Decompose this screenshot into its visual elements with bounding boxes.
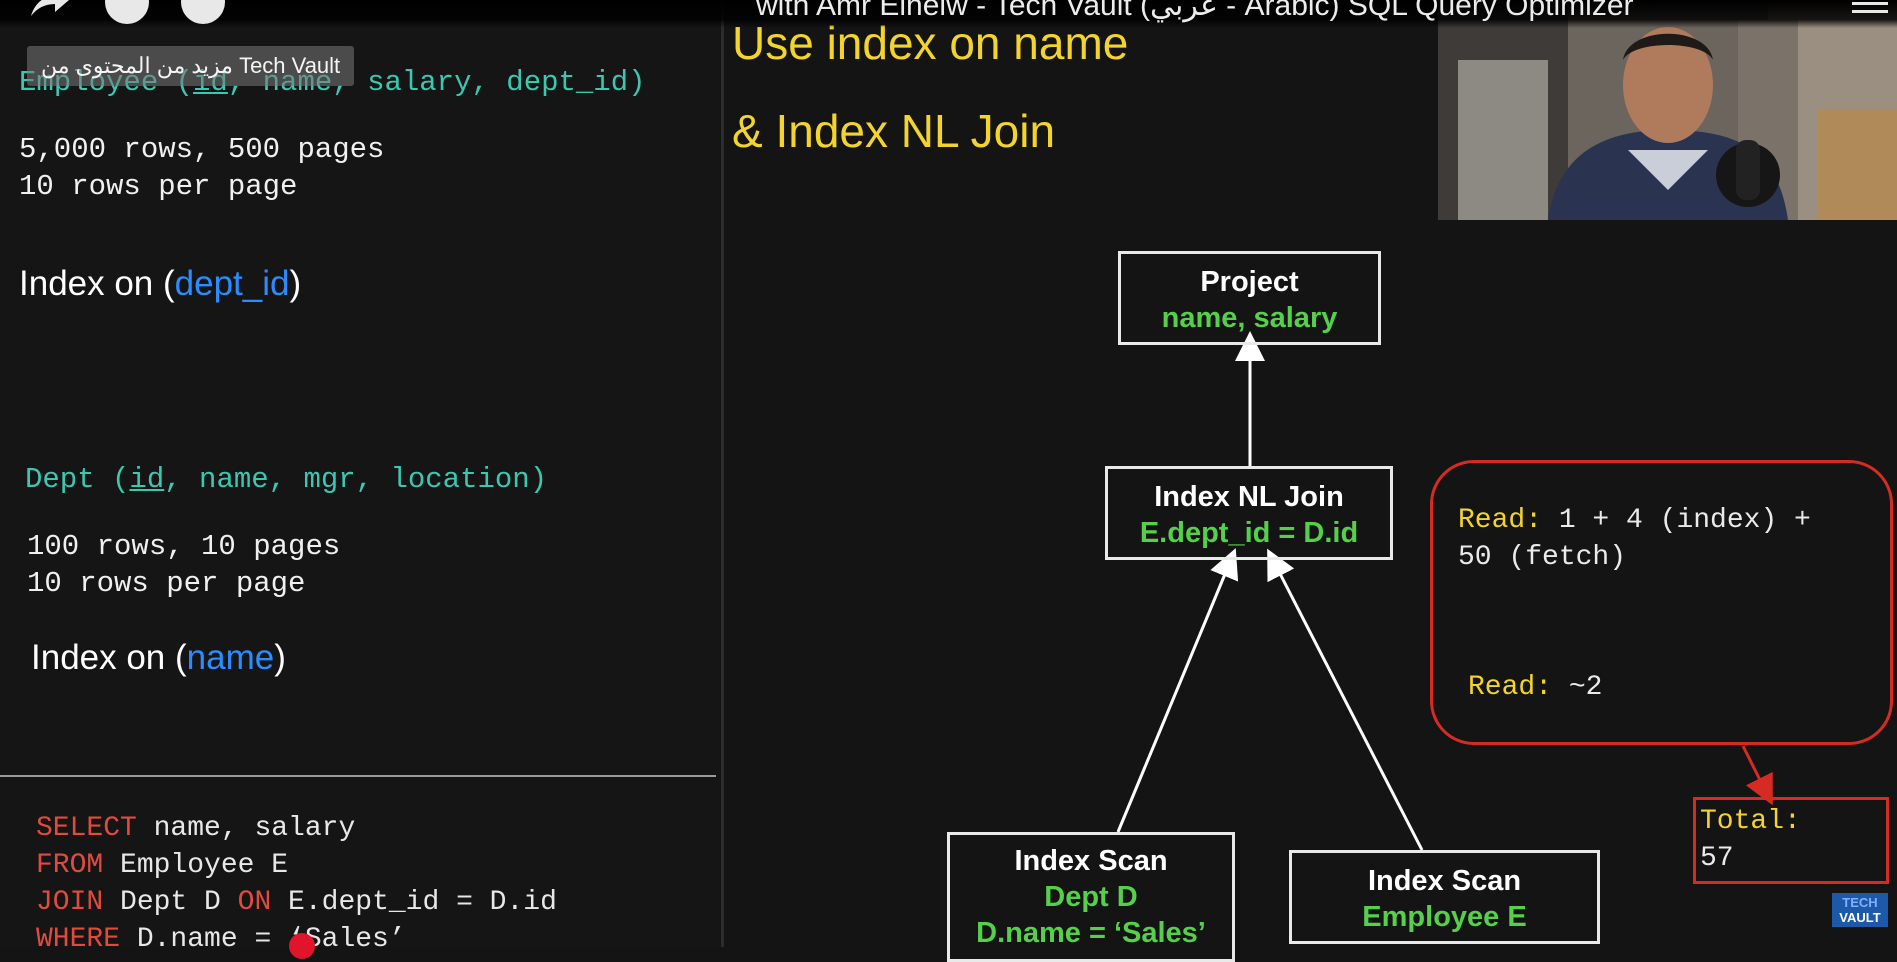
plan-node-index-scan-dept: Index Scan Dept D D.name = ‘Sales’ (947, 832, 1235, 962)
employee-index: Index on (dept_id) (19, 264, 302, 303)
sql-separator (0, 775, 716, 777)
read-line-2: Read: ~2 (1468, 672, 1603, 703)
scan-dept-op: Index Scan (1014, 845, 1168, 877)
scan-dept-arg: Dept D (1044, 881, 1138, 913)
sql-line-select: SELECT name, salary (36, 813, 356, 844)
scan-dept-pred: D.name = ‘Sales’ (976, 917, 1206, 949)
arrow-read-to-total (1741, 745, 1773, 806)
plan-node-index-nl-join: Index NL Join E.dept_id = D.id (1105, 466, 1393, 560)
plan-node-index-scan-employee: Index Scan Employee E (1289, 850, 1600, 944)
arrow-dept-to-join (1116, 548, 1239, 833)
scan-emp-arg: Employee E (1362, 901, 1527, 933)
logo-line-2: VAULT (1839, 910, 1881, 925)
channel-more-content-badge[interactable]: مزيد من المحتوى من Tech Vault (27, 46, 355, 86)
dept-rows: 100 rows, 10 pages (27, 530, 341, 563)
read-line-1b: 50 (fetch) (1458, 542, 1627, 573)
dept-schema: Dept (id, name, mgr, location) (25, 463, 548, 496)
dept-rows-per-page: 10 rows per page (27, 567, 306, 600)
total-cost-box (1693, 797, 1889, 884)
join-op: Index NL Join (1154, 481, 1344, 513)
sql-line-from: FROM Employee E (36, 850, 289, 881)
webcam-overlay (1438, 0, 1897, 220)
player-top-overlay (0, 0, 1897, 28)
share-icon[interactable] (27, 0, 71, 20)
arrow-emp-to-join (1267, 548, 1424, 851)
employee-rows-per-page: 10 rows per page (19, 170, 298, 203)
left-panel (0, 0, 723, 947)
project-arg: name, salary (1161, 302, 1338, 334)
employee-rows: 5,000 rows, 500 pages (19, 133, 385, 166)
tech-vault-logo: TECH VAULT (1832, 893, 1888, 927)
plan-node-project: Project name, salary (1118, 251, 1381, 345)
sql-line-join: JOIN Dept D ON E.dept_id = D.id (36, 887, 557, 918)
total-value: 57 (1700, 843, 1734, 874)
panel-divider (721, 0, 724, 947)
playlist-icon[interactable] (1852, 2, 1888, 22)
scan-emp-op: Index Scan (1367, 865, 1522, 897)
project-op: Project (1200, 266, 1299, 298)
presenter-image (1438, 0, 1897, 220)
read-cost-box (1430, 460, 1893, 745)
join-arg: E.dept_id = D.id (1139, 517, 1359, 549)
video-title[interactable]: with Amr Elhelw - Tech Vault (عربي - Ara… (756, 0, 1634, 22)
share-icon-glyph (31, 0, 69, 16)
heading-line-2: & Index NL Join (732, 105, 1056, 157)
logo-line-1: TECH (1842, 895, 1878, 910)
read-line-1: Read: 1 + 4 (index) + (1458, 505, 1811, 536)
total-label: Total: (1700, 806, 1801, 837)
dept-index: Index on (name) (31, 638, 286, 677)
